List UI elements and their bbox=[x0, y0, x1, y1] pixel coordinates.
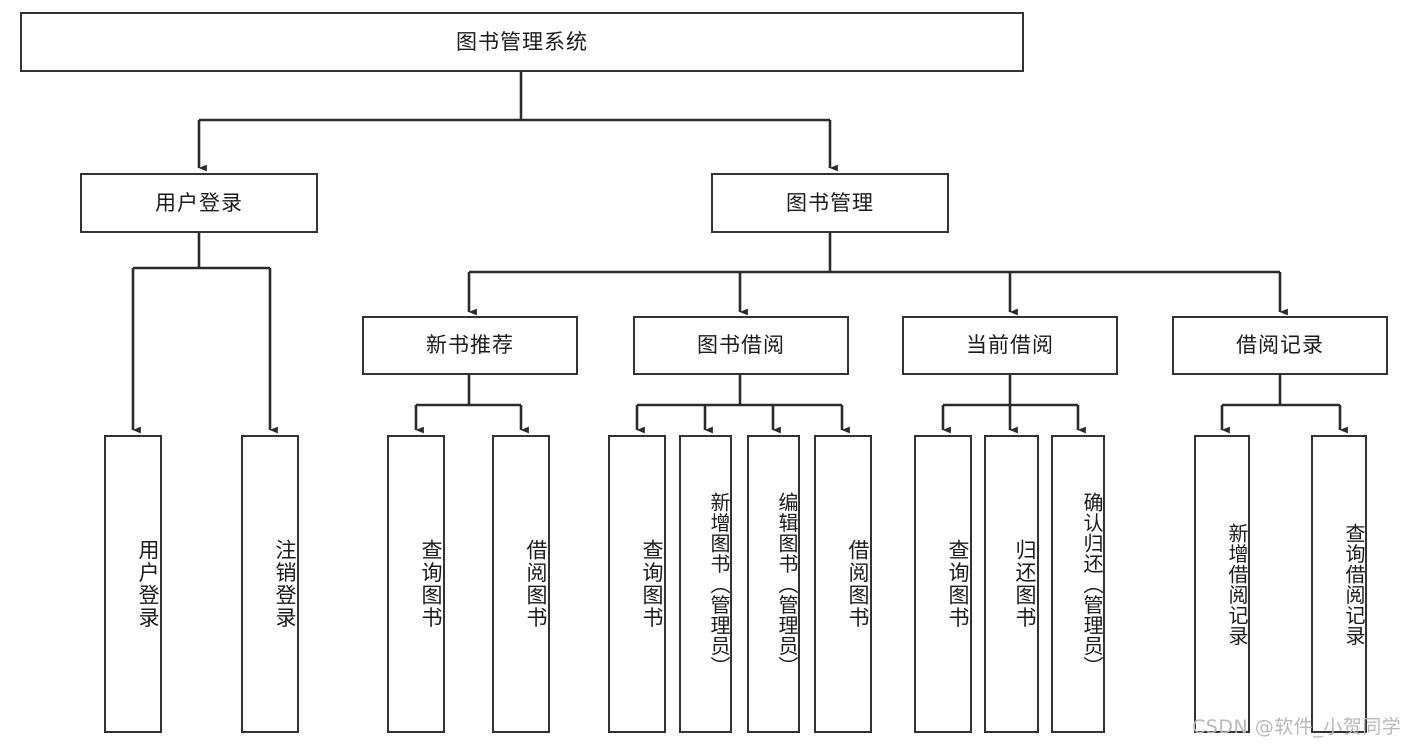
leaf-add-book-admin[interactable]: 新增图书（管理员） bbox=[679, 435, 732, 733]
leaf-edit-book-admin[interactable]: 编辑图书（管理员） bbox=[747, 435, 800, 733]
node-book-management[interactable]: 图书管理 bbox=[711, 173, 949, 233]
node-new-book-recommend[interactable]: 新书推荐 bbox=[362, 316, 578, 375]
leaf-query-borrow-record[interactable]: 查询借阅记录 bbox=[1311, 435, 1367, 733]
leaf-borrow-book[interactable]: 借阅图书 bbox=[814, 435, 872, 733]
leaf-query-book-current[interactable]: 查询图书 bbox=[914, 435, 972, 733]
leaf-return-book[interactable]: 归还图书 bbox=[984, 435, 1039, 733]
leaf-user-login[interactable]: 用户登录 bbox=[104, 435, 162, 733]
node-user-login[interactable]: 用户登录 bbox=[80, 173, 318, 233]
leaf-logout[interactable]: 注销登录 bbox=[241, 435, 299, 733]
watermark-text: CSDN @软件_小贺同学 bbox=[1192, 716, 1402, 738]
leaf-query-book-borrow[interactable]: 查询图书 bbox=[608, 435, 666, 733]
leaf-query-book-recommend[interactable]: 查询图书 bbox=[387, 435, 445, 733]
leaf-add-borrow-record[interactable]: 新增借阅记录 bbox=[1194, 435, 1250, 733]
node-borrow-record[interactable]: 借阅记录 bbox=[1172, 316, 1388, 375]
node-book-borrow[interactable]: 图书借阅 bbox=[633, 316, 849, 375]
node-current-borrow[interactable]: 当前借阅 bbox=[902, 316, 1118, 375]
leaf-borrow-book-recommend[interactable]: 借阅图书 bbox=[492, 435, 550, 733]
leaf-confirm-return-admin[interactable]: 确认归还（管理员） bbox=[1051, 435, 1105, 733]
node-root[interactable]: 图书管理系统 bbox=[20, 12, 1024, 72]
